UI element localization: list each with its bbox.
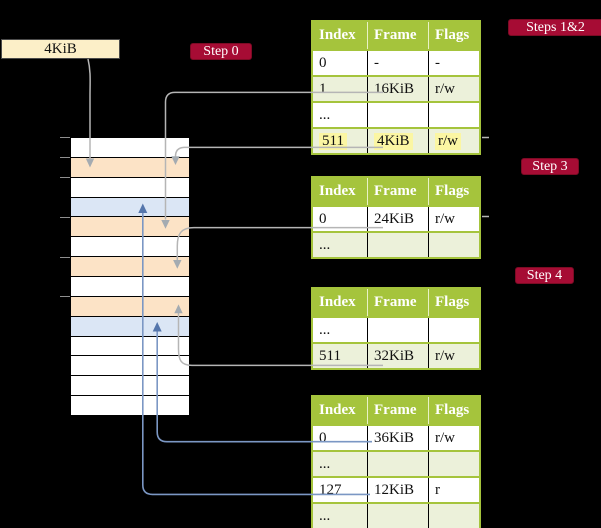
memory-row-orange (71, 296, 189, 317)
table-row: ... (313, 502, 479, 528)
table-header-cell: Frame (367, 22, 428, 49)
table-cell (428, 452, 479, 476)
memory-tick (60, 296, 70, 297)
memory-tick (60, 257, 70, 258)
table-cell: - (428, 51, 479, 75)
table-cell: 0 (319, 210, 327, 227)
table-header-cell: Flags (428, 397, 479, 424)
highlighted-value: 511 (319, 132, 347, 150)
table-cell: r/w (428, 344, 479, 368)
memory-row-white (71, 237, 189, 258)
memory-tick (60, 137, 70, 138)
badge-step-0: Step 0 (190, 43, 252, 60)
table-cell (428, 318, 479, 342)
table-cell (428, 233, 479, 257)
table-row: ... (313, 316, 479, 342)
memory-tick (60, 177, 70, 178)
table-header-cell: Frame (367, 289, 428, 316)
table-header-cell: Index (319, 402, 356, 418)
table-cell: 127 (319, 481, 342, 498)
table-row: ... (313, 101, 479, 127)
table-header-cell: Frame (367, 178, 428, 205)
table-cell: r/w (428, 129, 479, 153)
table-cell: 12KiB (367, 478, 428, 502)
physical-memory-column (70, 137, 190, 416)
table-cell: - (367, 51, 428, 75)
memory-row-white (71, 177, 189, 198)
table-cell (367, 504, 428, 528)
table-row: 0 -- (313, 49, 479, 75)
memory-row-white (71, 356, 189, 377)
memory-row-white (71, 336, 189, 357)
table-cell: 511 (313, 129, 367, 153)
table-cell: ... (319, 106, 331, 123)
highlighted-value: r/w (435, 132, 461, 150)
highlighted-value: 4KiB (374, 132, 413, 150)
table-cell: ... (319, 507, 331, 524)
table-header-cell: Index (319, 27, 356, 43)
table-cell: 16KiB (367, 77, 428, 101)
memory-row-orange (71, 217, 189, 238)
table-cell (428, 103, 479, 127)
table-cell: 1 (319, 80, 327, 97)
table-cell: 24KiB (367, 207, 428, 231)
table-cell: r/w (428, 426, 479, 450)
table-cell (367, 318, 428, 342)
table-cell: ... (319, 321, 331, 338)
memory-row-blue (71, 316, 189, 337)
table-header-cell: Flags (428, 22, 479, 49)
table-cell: 0 (319, 54, 327, 71)
memory-row-white (71, 376, 189, 397)
table-cell: r/w (428, 207, 479, 231)
table-cell: r/w (428, 77, 479, 101)
frame-4kib-box: 4KiB (1, 39, 120, 59)
memory-row-white (71, 396, 189, 416)
table-cell: 32KiB (367, 344, 428, 368)
table-cell (367, 452, 428, 476)
table-cell: 36KiB (367, 426, 428, 450)
table-header-cell: Index (319, 294, 356, 310)
memory-row-white (71, 138, 189, 158)
table-header-cell: Flags (428, 178, 479, 205)
table-cell: 511 (319, 347, 341, 364)
badge-steps-1-2: Steps 1&2 (508, 19, 601, 36)
memory-row-white (71, 277, 189, 297)
table-header-cell: Flags (428, 289, 479, 316)
table-cell: 0 (319, 429, 327, 446)
memory-row-orange (71, 257, 189, 278)
memory-tick (60, 217, 70, 218)
table-row: ... (313, 231, 479, 257)
table-cell (428, 504, 479, 528)
memory-tick (60, 157, 70, 158)
table-cell: 4KiB (367, 129, 428, 153)
table-row: 511 4KiB r/w (313, 127, 479, 153)
badge-step-4: Step 4 (515, 267, 574, 284)
table-header-cell: Frame (367, 397, 428, 424)
table-cell: r (428, 478, 479, 502)
memory-row-orange (71, 157, 189, 178)
table-row: ... (313, 450, 479, 476)
table-cell (367, 233, 428, 257)
table-cell: ... (319, 236, 331, 253)
table-header-cell: Index (319, 183, 356, 199)
table-cell: ... (319, 455, 331, 472)
table-cell (367, 103, 428, 127)
badge-step-3: Step 3 (521, 158, 579, 175)
memory-row-blue (71, 197, 189, 218)
